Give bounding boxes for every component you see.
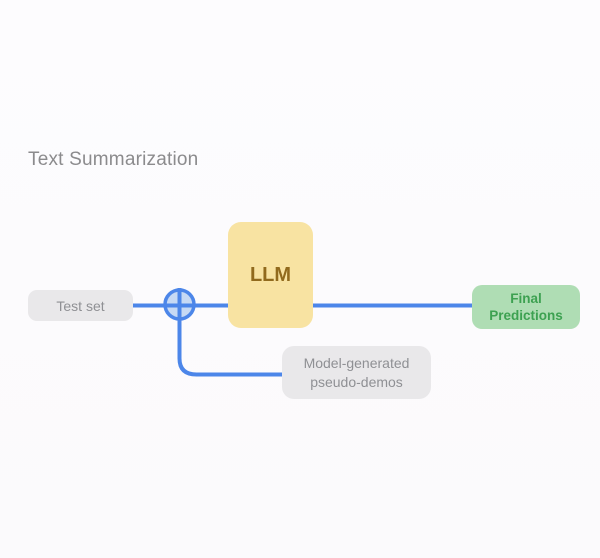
node-pseudo-demos-label-line1: Model-generated xyxy=(303,354,410,371)
diagram-title: Text Summarization xyxy=(28,149,199,170)
node-pseudo-demos: Model-generated pseudo-demos xyxy=(282,346,431,399)
edge-branch-to-pseudo-demos xyxy=(177,288,284,377)
node-test-set: Test set xyxy=(28,290,133,321)
node-final-predictions-label-line2: Predictions xyxy=(489,308,563,323)
node-final-predictions: Final Predictions xyxy=(472,285,580,329)
node-test-set-label: Test set xyxy=(56,297,105,314)
node-pseudo-demos-label-line2: pseudo-demos xyxy=(310,373,403,390)
node-llm-label: LLM xyxy=(249,263,292,286)
node-llm: LLM xyxy=(228,222,313,328)
node-final-predictions-label-line1: Final xyxy=(510,291,542,306)
